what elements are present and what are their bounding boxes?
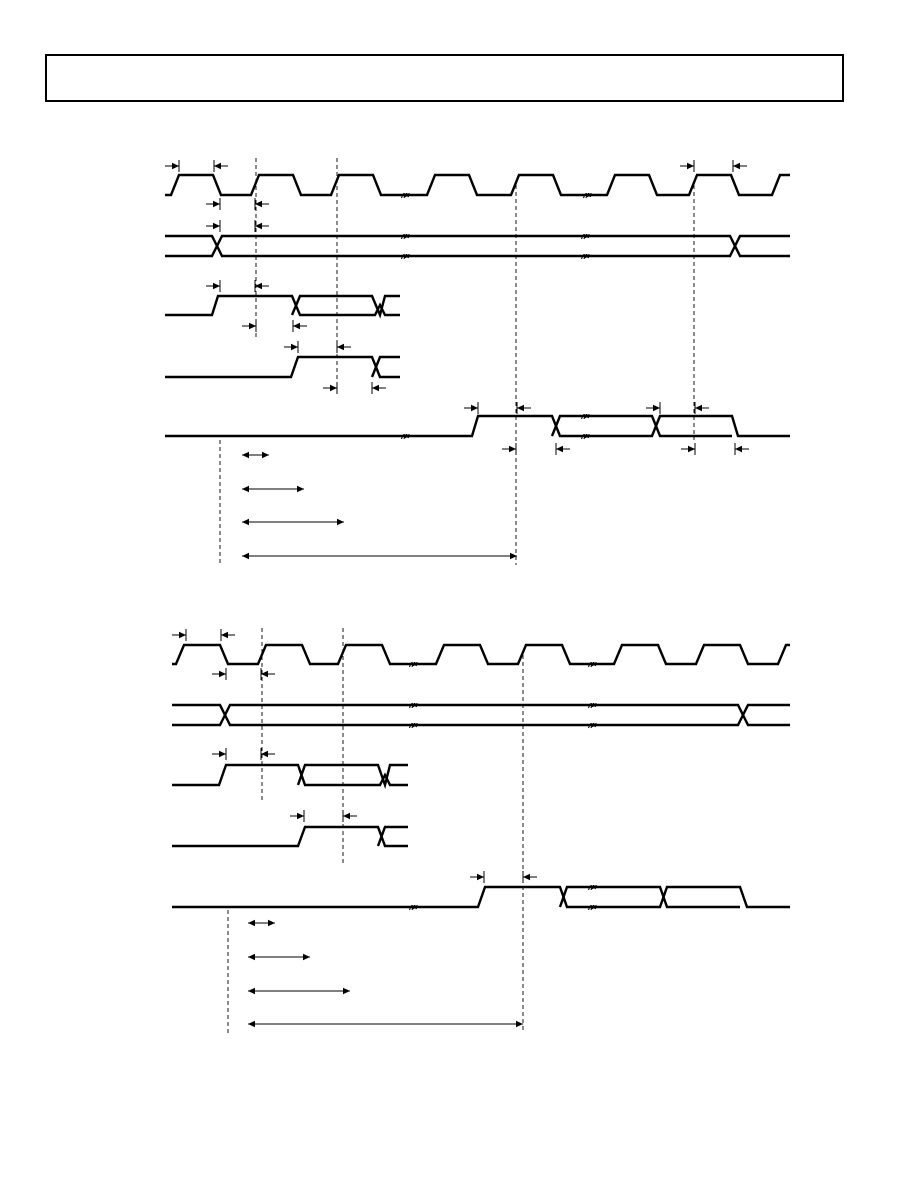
- break-mark: [585, 192, 592, 199]
- arrow-head: [510, 552, 517, 560]
- break-mark: [403, 192, 410, 199]
- arrow-head: [242, 451, 249, 459]
- header-box: [45, 54, 844, 102]
- break-mark: [590, 904, 597, 911]
- data-a-high: [290, 294, 400, 319]
- arrow-head: [372, 384, 379, 392]
- arrow-head: [255, 282, 262, 290]
- arrow-head: [221, 631, 228, 639]
- arrow-head: [477, 873, 484, 881]
- arrow-head: [297, 812, 304, 820]
- data-a-low: [165, 294, 400, 317]
- arrow-head: [291, 343, 298, 351]
- bus-line-lower: [172, 703, 790, 727]
- arrow-head: [556, 445, 563, 453]
- arrow-head: [262, 451, 269, 459]
- data-b-high: [376, 825, 408, 847]
- arrow-head: [343, 812, 350, 820]
- bus-line-lower: [165, 234, 790, 258]
- arrow-head: [248, 987, 255, 995]
- break-mark: [583, 413, 590, 420]
- break-mark: [583, 233, 590, 240]
- break-mark: [403, 233, 410, 240]
- arrow-head: [516, 1020, 523, 1028]
- break-mark: [411, 702, 418, 709]
- arrow-head: [523, 873, 530, 881]
- arrow-head: [248, 1020, 255, 1028]
- clock-waveform: [172, 643, 790, 666]
- data-b-low: [165, 355, 400, 379]
- arrow-head: [242, 518, 249, 526]
- arrow-head: [172, 162, 179, 170]
- arrow-head: [735, 445, 742, 453]
- arrow-head: [330, 384, 337, 392]
- arrow-head: [343, 987, 350, 995]
- break-mark: [411, 904, 418, 911]
- break-mark: [411, 661, 418, 668]
- arrow-head: [249, 322, 256, 330]
- arrow-head: [337, 518, 344, 526]
- arrow-head: [688, 445, 695, 453]
- arrow-head: [268, 919, 275, 927]
- arrow-head: [733, 162, 740, 170]
- break-mark: [403, 253, 410, 260]
- arrow-head: [261, 670, 268, 678]
- arrow-head: [242, 552, 249, 560]
- break-mark: [590, 702, 597, 709]
- arrow-head: [509, 445, 516, 453]
- data-c-line2: [550, 414, 732, 438]
- arrow-head: [687, 162, 694, 170]
- data-c-line1: [172, 885, 790, 909]
- arrow-head: [695, 404, 702, 412]
- break-mark: [590, 722, 597, 729]
- arrow-head: [242, 485, 249, 493]
- arrow-head: [219, 750, 226, 758]
- arrow-head: [219, 670, 226, 678]
- arrow-head: [261, 750, 268, 758]
- arrow-head: [179, 631, 186, 639]
- arrow-head: [255, 200, 262, 208]
- data-a-low: [172, 763, 408, 787]
- arrow-head: [213, 282, 220, 290]
- arrow-head: [255, 222, 262, 230]
- arrow-head: [303, 953, 310, 961]
- data-c-line1: [165, 414, 790, 438]
- break-mark: [403, 433, 410, 440]
- break-mark: [411, 722, 418, 729]
- arrow-head: [214, 162, 221, 170]
- arrow-head: [517, 404, 524, 412]
- arrow-head: [337, 343, 344, 351]
- data-c-line2: [558, 885, 740, 909]
- arrow-head: [213, 222, 220, 230]
- data-b-low: [172, 825, 408, 848]
- arrow-head: [297, 485, 304, 493]
- bus-line-upper: [172, 703, 790, 727]
- clock-waveform: [165, 173, 790, 197]
- break-mark: [590, 661, 597, 668]
- timing-diagram-upper: [165, 158, 790, 565]
- arrow-head: [213, 200, 220, 208]
- arrow-head: [471, 404, 478, 412]
- timing-diagram-lower: [172, 628, 790, 1034]
- data-b-high: [370, 355, 400, 378]
- break-mark: [583, 253, 590, 260]
- arrow-head: [248, 953, 255, 961]
- data-a-high: [296, 763, 408, 790]
- arrow-head: [653, 404, 660, 412]
- bus-line-upper: [165, 234, 790, 258]
- arrow-head: [248, 919, 255, 927]
- arrow-head: [293, 322, 300, 330]
- break-mark: [583, 433, 590, 440]
- break-mark: [590, 884, 597, 891]
